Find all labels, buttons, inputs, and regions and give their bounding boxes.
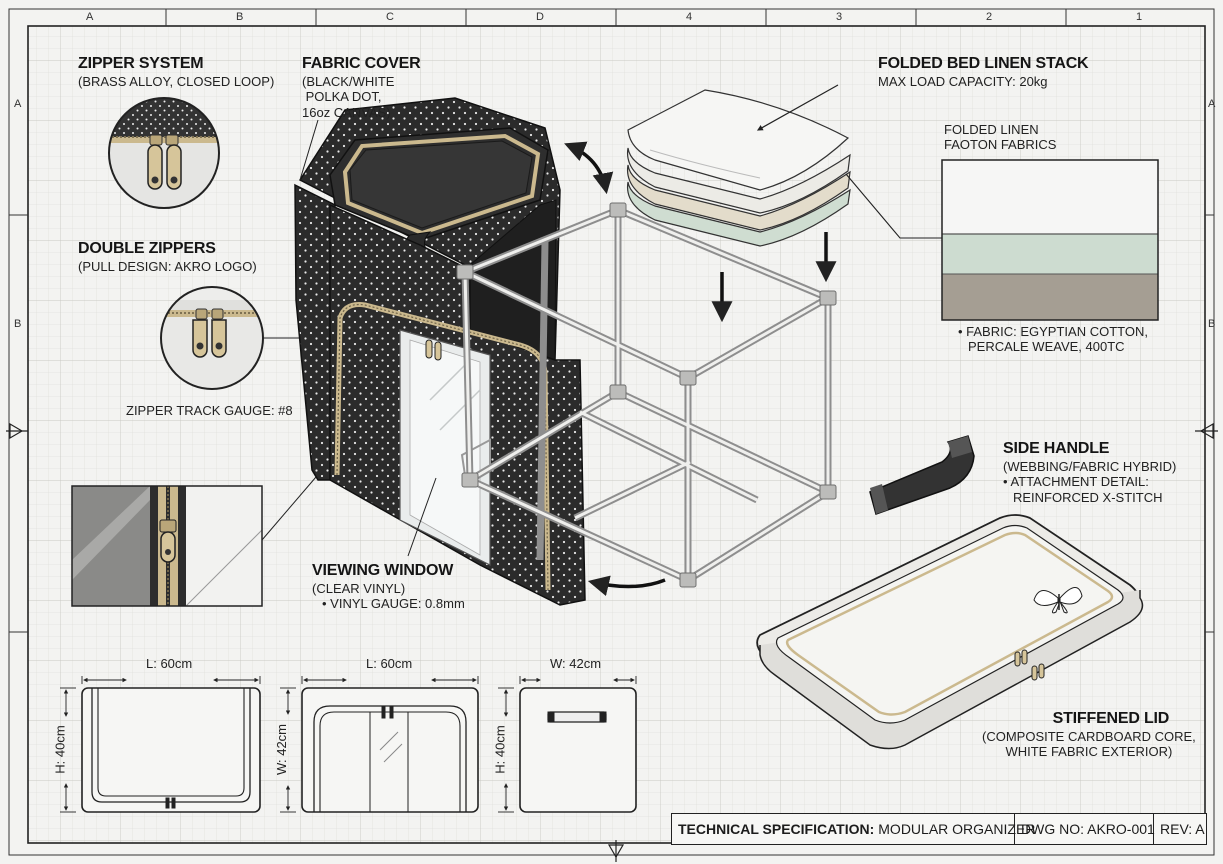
stiffened-lid-line-1: (COMPOSITE CARDBOARD CORE, xyxy=(982,728,1196,744)
side-handle-illustration xyxy=(869,435,975,515)
folded-linen-line-1: FOLDED LINEN xyxy=(944,122,1039,137)
grid-col-2: 2 xyxy=(986,11,993,23)
side-handle-line-2: • ATTACHMENT DETAIL: xyxy=(1003,474,1149,490)
side-handle-line-3: REINFORCED X-STITCH xyxy=(1013,489,1163,505)
title-block-dwg: DWG NO: AKRO-001 xyxy=(1015,814,1155,844)
folded-linen-callout: FOLDED LINEN FAOTON FABRICS xyxy=(944,122,1056,153)
top-length-dim: L: 60cm xyxy=(366,656,413,671)
fabric-cover-title: FABRIC COVER xyxy=(302,55,421,72)
stiffened-lid-line-2: WHITE FABRIC EXTERIOR) xyxy=(1005,744,1173,760)
linen-stack-illustration xyxy=(626,89,851,247)
zipper-system-callout: ZIPPER SYSTEM (BRASS ALLOY, CLOSED LOOP) xyxy=(78,55,274,89)
stiffened-lid-illustration xyxy=(756,514,1144,750)
title-block-spec-value: MODULAR ORGANIZER xyxy=(878,821,1036,837)
front-length-dim: L: 60cm xyxy=(146,656,193,671)
stiffened-lid-callout: STIFFENED LID (COMPOSITE CARDBOARD CORE,… xyxy=(982,710,1196,760)
top-width-dim: W: 42cm xyxy=(274,723,290,776)
viewing-window-line-1: (CLEAR VINYL) xyxy=(312,580,406,596)
grid-col-a: A xyxy=(86,11,94,23)
zipper-gauge-label: ZIPPER TRACK GAUGE: #8 xyxy=(126,403,293,418)
folded-linen-line-2: FAOTON FABRICS xyxy=(944,137,1057,153)
side-width-dim: W: 42cm xyxy=(550,656,602,671)
title-block-rev: REV: A xyxy=(1160,821,1205,837)
grid-row-right-b: B xyxy=(1208,318,1216,330)
fabric-cover-line-1: (BLACK/WHITE xyxy=(302,73,395,89)
grid-row-left-b: B xyxy=(14,318,22,330)
folded-stack-title: FOLDED BED LINEN STACK xyxy=(878,55,1089,72)
fabric-cover-callout: FABRIC COVER (BLACK/WHITE POLKA DOT, 16o… xyxy=(302,55,421,120)
grid-col-d: D xyxy=(536,11,544,23)
front-height-dim: H: 40cm xyxy=(52,725,68,774)
double-zippers-line-1: (PULL DESIGN: AKRO LOGO) xyxy=(78,258,257,274)
folded-stack-line-1: MAX LOAD CAPACITY: 20kg xyxy=(878,73,1048,89)
title-block: TECHNICAL SPECIFICATION: MODULAR ORGANIZ… xyxy=(671,813,1207,845)
side-handle-callout: SIDE HANDLE (WEBBING/FABRIC HYBRID) • AT… xyxy=(1003,440,1176,505)
fabric-note-line-1: • FABRIC: EGYPTIAN COTTON, xyxy=(958,324,1148,339)
zipper-system-title: ZIPPER SYSTEM xyxy=(78,55,204,72)
viewing-window-line-2: • VINYL GAUGE: 0.8mm xyxy=(322,596,465,612)
grid-col-b: B xyxy=(236,11,244,23)
orthographic-views xyxy=(60,676,637,813)
double-zippers-title: DOUBLE ZIPPERS xyxy=(78,240,216,257)
fabric-swatch xyxy=(941,159,1159,321)
fabric-note-callout: • FABRIC: EGYPTIAN COTTON, PERCALE WEAVE… xyxy=(958,324,1148,355)
grid-col-4: 4 xyxy=(686,11,693,23)
grid-col-1: 1 xyxy=(1136,11,1143,23)
grid-col-c: C xyxy=(386,11,394,23)
grid-row-left-a: A xyxy=(14,98,22,110)
stiffened-lid-title: STIFFENED LID xyxy=(1052,710,1170,727)
title-block-spec: TECHNICAL SPECIFICATION: MODULAR ORGANIZ… xyxy=(672,814,1035,844)
double-zippers-callout: DOUBLE ZIPPERS (PULL DESIGN: AKRO LOGO) xyxy=(78,240,257,274)
wire-frame-illustration xyxy=(456,202,837,588)
viewing-window-callout: VIEWING WINDOW (CLEAR VINYL) • VINYL GAU… xyxy=(312,562,465,612)
zipper-system-line-1: (BRASS ALLOY, CLOSED LOOP) xyxy=(78,73,275,89)
folded-stack-callout: FOLDED BED LINEN STACK MAX LOAD CAPACITY… xyxy=(878,55,1089,89)
grid-col-3: 3 xyxy=(836,11,843,23)
fabric-note-line-2: PERCALE WEAVE, 400TC xyxy=(968,339,1125,355)
double-zippers-detail xyxy=(160,286,380,390)
fabric-cover-line-2: POLKA DOT, xyxy=(302,89,382,105)
fabric-cover-line-3: 16oz CANVAS) xyxy=(302,104,391,120)
title-block-spec-label: TECHNICAL SPECIFICATION: xyxy=(678,821,875,837)
viewing-window-title: VIEWING WINDOW xyxy=(312,562,454,579)
grid-row-right-a: A xyxy=(1208,98,1216,110)
side-handle-title: SIDE HANDLE xyxy=(1003,440,1110,457)
zipper-closeup-detail xyxy=(71,469,323,607)
side-height-dim: H: 40cm xyxy=(492,725,508,774)
side-handle-line-1: (WEBBING/FABRIC HYBRID) xyxy=(1003,458,1177,474)
